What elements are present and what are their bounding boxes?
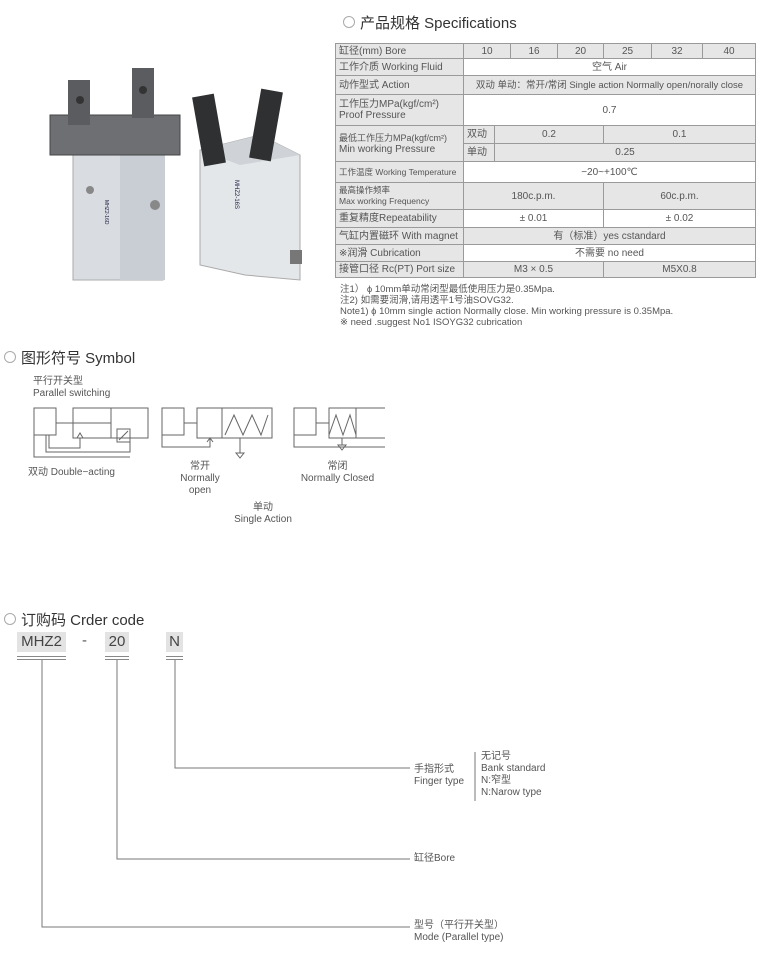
label: 缸径(mm) Bore — [335, 43, 464, 59]
product-photo: MHZ2-16D MHZ2-16S — [49, 68, 302, 281]
option: 无记号 — [481, 751, 511, 762]
type-cn: 平行开关型 — [33, 376, 83, 387]
code-bore: 20 — [105, 632, 129, 652]
cell: 0.2 — [494, 125, 604, 144]
cell: 25 — [603, 43, 652, 59]
note: Note1) ϕ 10mm single action Normally clo… — [340, 306, 674, 317]
order-code-title: 订购码 Crder code — [4, 609, 144, 630]
ft-cn: 手指形式 — [414, 764, 454, 775]
cell: 40 — [702, 43, 756, 59]
ml-en: Mode (Parallel type) — [414, 932, 504, 943]
option: N:窄型 — [481, 775, 511, 786]
pneumatic-symbols — [33, 407, 385, 459]
normally-open-symbol — [161, 407, 273, 459]
cell: 有（标准）yes cstandard — [463, 227, 756, 245]
label-cn: 工作压力MPa(kgf/cm²) — [339, 99, 439, 110]
specifications-title-text: 产品规格 Specifications — [360, 15, 517, 32]
nc-cn: 常闭 — [327, 461, 348, 472]
cell: 10 — [463, 43, 511, 59]
label: 动作型式 Action — [335, 75, 464, 95]
row-repeatability: 重复精度Repeatability ± 0.01 ± 0.02 — [335, 209, 756, 228]
finger-options: 无记号 Bank standard N:窄型 N:Narow type — [481, 751, 546, 799]
label-cn: 最低工作压力MPa(kgf/cm²) — [339, 132, 448, 143]
row-proof-pressure: 工作压力MPa(kgf/cm²)Proof Pressure 0.7 — [335, 94, 756, 126]
no-en1: Normally — [180, 473, 220, 484]
code-dash: - — [82, 632, 87, 649]
label: 工作压力MPa(kgf/cm²)Proof Pressure — [335, 94, 464, 126]
cell: 180c.p.m. — [463, 182, 604, 210]
option: Bank standard — [481, 763, 546, 774]
label: 最低工作压力MPa(kgf/cm²)Min working Pressure — [335, 125, 464, 162]
sa-cn: 单动 — [253, 502, 273, 513]
type-en: Parallel switching — [33, 388, 111, 399]
normally-closed-symbol — [293, 407, 385, 451]
label: 重复精度Repeatability — [335, 209, 464, 228]
sa-en: Single Action — [234, 514, 292, 525]
nc-en: Normally Closed — [300, 473, 375, 484]
symbol-title: 图形符号 Symbol — [4, 347, 135, 368]
symbol-title-text: 图形符号 Symbol — [21, 350, 136, 367]
search-icon — [4, 613, 16, 625]
cell: 16 — [510, 43, 558, 59]
bore-label: 缸径Bore — [414, 853, 456, 864]
gripper-left: MHZ2-16D — [49, 68, 181, 281]
specifications-table: 缸径(mm) Bore 10 16 20 25 32 40 工作介质 Worki… — [335, 43, 756, 278]
gripper-right: MHZ2-16S — [192, 88, 302, 281]
search-icon — [343, 16, 355, 28]
svg-text:MHZ2-16D: MHZ2-16D — [103, 200, 109, 225]
row-port-size: 接管口径 Rc(PT) Port size M3 × 0.5 M5X0.8 — [335, 261, 756, 278]
note: 注1） ϕ 10mm单动常闭型最低使用压力是0.35Mpa. — [340, 284, 555, 295]
label: 工作介质 Working Fluid — [335, 58, 464, 76]
label-en: Max working Frequency — [339, 196, 430, 206]
svg-text:MHZ2-16S: MHZ2-16S — [233, 180, 239, 209]
double-acting-symbol — [33, 407, 149, 458]
code-model: MHZ2 — [17, 632, 66, 652]
model-label: 型号（平行开关型）Mode (Parallel type) — [414, 920, 504, 944]
note: 注2) 如需要润滑,请用透平1号油SOVG32. — [340, 295, 514, 306]
label-cn: 最高操作频率 — [339, 185, 391, 195]
cell: 60c.p.m. — [603, 182, 756, 210]
code-finger: N — [166, 632, 183, 652]
label-en: Min working Pressure — [339, 143, 436, 155]
underline — [105, 656, 129, 660]
specifications-title: 产品规格 Specifications — [343, 12, 517, 33]
ft-en: Finger type — [414, 776, 465, 787]
double-acting-label: 双动 Double−acting — [28, 467, 115, 478]
note: ※ need .suggest No1 ISOYG32 cubrication — [340, 317, 523, 328]
order-code-title-text: 订购码 Crder code — [21, 612, 145, 629]
row-fluid: 工作介质 Working Fluid 空气 Air — [335, 58, 756, 76]
spec-notes: 注1） ϕ 10mm单动常闭型最低使用压力是0.35Mpa. 注2) 如需要润滑… — [340, 284, 673, 328]
cell: 单动 — [463, 143, 495, 162]
no-cn: 常开 — [190, 461, 210, 472]
underline — [17, 656, 66, 660]
cell: M5X0.8 — [603, 261, 756, 278]
cell: M3 × 0.5 — [463, 261, 604, 278]
row-min-pressure-single: 单动 0.25 — [336, 143, 756, 162]
row-lubrication: ※润滑 Cubrication 不需要 no need — [335, 244, 756, 262]
row-action: 动作型式 Action 双动 单动：常开/常闭 Single action No… — [335, 75, 756, 95]
label-en: Proof Pressure — [339, 110, 406, 121]
ml-cn: 型号（平行开关型） — [414, 920, 504, 931]
underline — [166, 656, 183, 660]
no-en2: open — [188, 485, 212, 496]
search-icon — [4, 351, 16, 363]
option: N:Narow type — [481, 787, 542, 798]
cell: 0.7 — [463, 94, 756, 126]
